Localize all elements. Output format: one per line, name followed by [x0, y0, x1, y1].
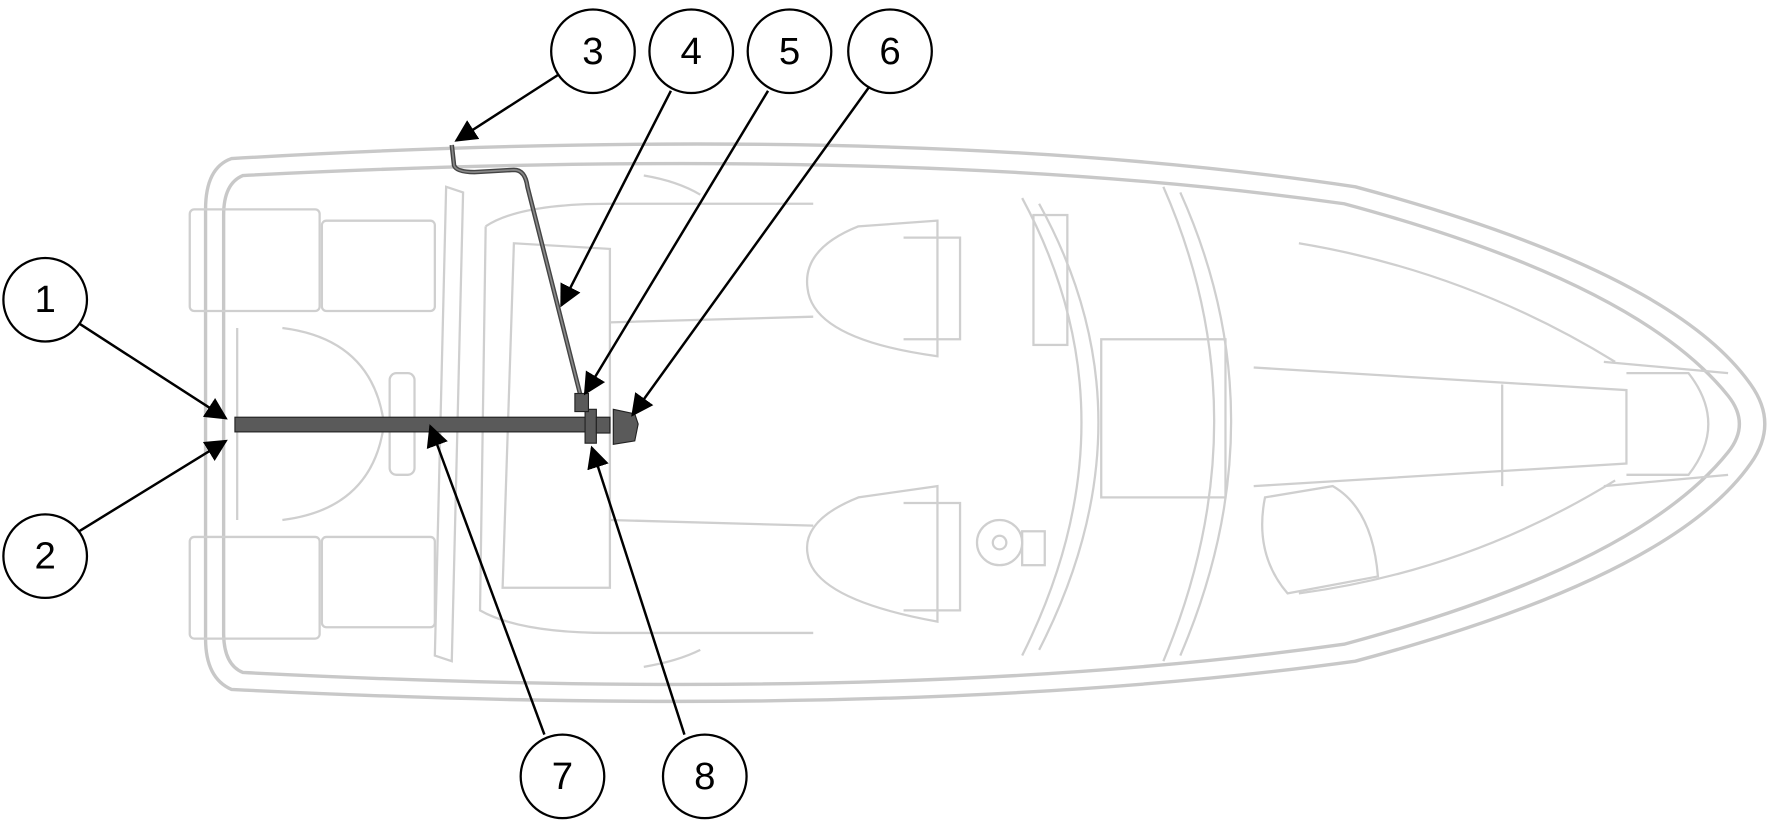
- callout-7: 7: [519, 733, 606, 820]
- cable-clamp: [574, 392, 590, 413]
- callout-5: 5: [746, 8, 833, 95]
- boat-outline: [188, 142, 1767, 704]
- callout-label: 6: [879, 30, 900, 73]
- shaft-coupling: [584, 408, 597, 444]
- callout-4: 4: [648, 8, 735, 95]
- shaft-assembly: [234, 144, 639, 445]
- callout-label: 5: [779, 30, 800, 73]
- callout-1: 1: [2, 256, 89, 343]
- callout-label: 1: [34, 278, 55, 321]
- callout-label: 8: [694, 755, 715, 798]
- transmission-block: [612, 408, 639, 445]
- drive-shaft: [234, 416, 588, 433]
- callout-label: 4: [681, 30, 702, 73]
- callout-label: 7: [552, 755, 573, 798]
- callout-8: 8: [661, 733, 748, 820]
- callout-2: 2: [2, 513, 89, 600]
- callout-label: 2: [34, 535, 55, 578]
- shaft-nut: [595, 416, 611, 434]
- leader-lines: [78, 73, 871, 736]
- callout-label: 3: [582, 30, 603, 73]
- callout-6: 6: [847, 8, 933, 95]
- cable: [449, 144, 583, 397]
- callout-3: 3: [550, 8, 636, 95]
